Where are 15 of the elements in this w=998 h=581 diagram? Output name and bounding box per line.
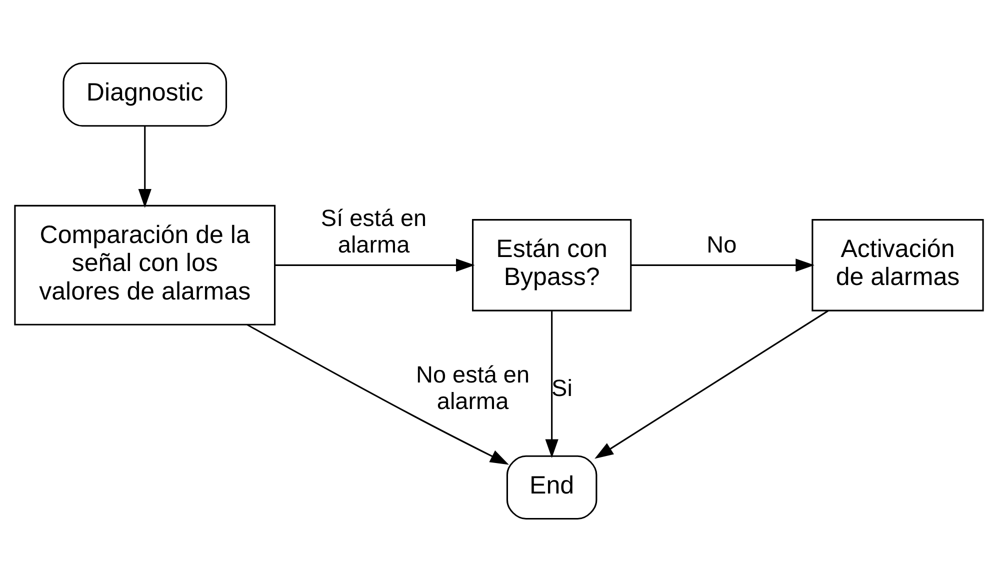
node-box: Están con Bypass? [472,218,632,311]
node-box: End [506,454,598,520]
edge-label: No está en alarma [416,361,530,414]
arrow [246,324,509,464]
arrow [631,258,814,272]
arrow [138,126,152,208]
edge-label: No [706,231,737,258]
node-box: Activación de alarmas [812,218,984,311]
node-box: Comparación de la señal con los valores de alarmas [14,204,276,325]
node-box: Diagnostic [62,62,228,126]
arrow [545,310,558,458]
edge-label: Si [552,374,572,400]
arrow [594,310,829,458]
arrow [275,258,475,272]
edge-label: Sí está en alarma [320,204,427,258]
